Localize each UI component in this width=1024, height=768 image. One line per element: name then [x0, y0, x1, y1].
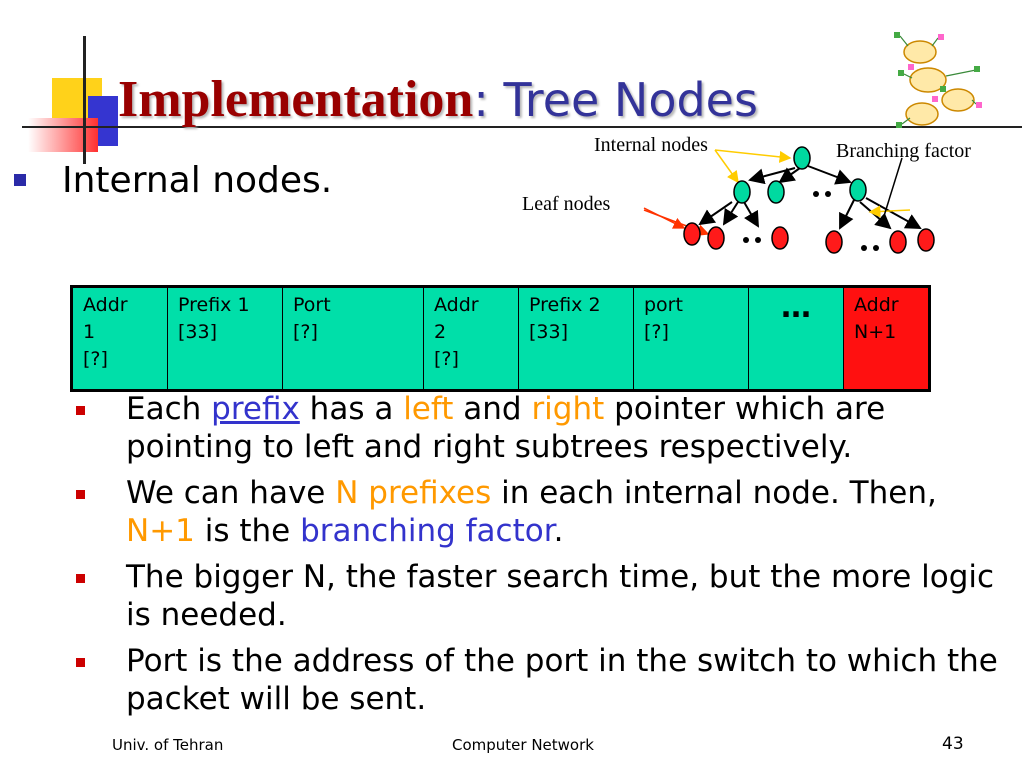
bullet-item: Port is the address of the port in the s… — [76, 642, 1006, 718]
cell-port-1: Port[?] — [282, 286, 424, 391]
level1-text: Internal nodes. — [62, 160, 333, 201]
leaf-nodes-label: Leaf nodes — [522, 193, 611, 215]
bullet-square-icon — [76, 574, 85, 583]
title-rest: : Tree Nodes — [473, 73, 758, 127]
footer-center: Computer Network — [452, 736, 594, 754]
cell-prefix-1: Prefix 1[33] — [167, 286, 283, 391]
deco-vertical-line — [83, 36, 86, 164]
internal-nodes-label: Internal nodes — [594, 134, 708, 156]
bullet-item: The bigger N, the faster search time, bu… — [76, 558, 1006, 634]
tree-diagram — [643, 146, 935, 254]
bullet-item: We can have N prefixes in each internal … — [76, 474, 1006, 550]
bullet-item: Each prefix has a left and right pointer… — [76, 390, 1006, 466]
slide-title: Implementation: Tree Nodes — [118, 70, 758, 130]
title-main: Implementation — [118, 71, 474, 128]
page-number: 43 — [942, 734, 964, 754]
cell-ellipsis: … — [748, 286, 844, 391]
bullet-square-icon — [14, 174, 26, 186]
cell-port-2: port[?] — [633, 286, 749, 391]
bullet-square-icon — [76, 490, 85, 499]
prefix-link[interactable]: prefix — [211, 391, 300, 427]
bullet-list: Each prefix has a left and right pointer… — [76, 390, 1006, 726]
cell-prefix-2: Prefix 2[33] — [518, 286, 634, 391]
branching-factor-label: Branching factor — [836, 140, 971, 162]
bullet-square-icon — [76, 658, 85, 667]
deco-horizontal-line — [22, 126, 1022, 128]
deco-red-block — [28, 118, 98, 152]
network-logo-icon — [894, 32, 982, 128]
bullet-square-icon — [76, 406, 85, 415]
footer-left: Univ. of Tehran — [112, 736, 224, 754]
